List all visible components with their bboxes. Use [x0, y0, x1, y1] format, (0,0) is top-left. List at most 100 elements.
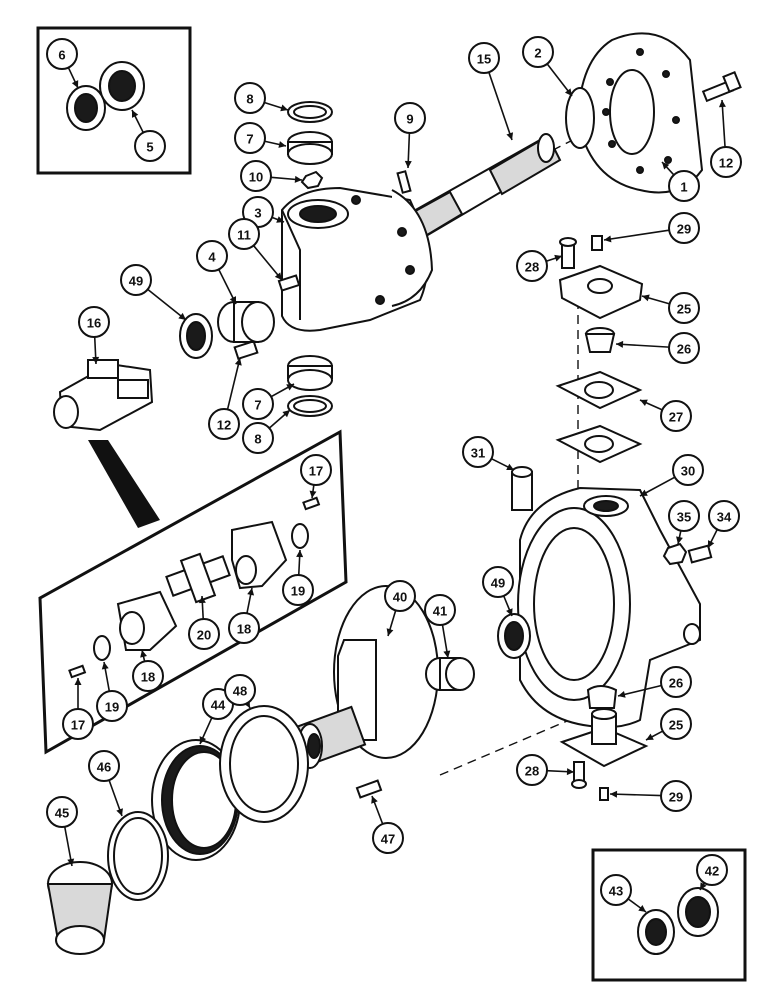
callout-49: 49 [482, 566, 514, 598]
leader-line-26 [615, 343, 670, 348]
callout-circle [300, 454, 332, 486]
leader-arrow-12 [234, 358, 242, 366]
wheel-hub [293, 585, 439, 769]
leader-arrow-5 [132, 110, 139, 118]
grease-fitting-29-upper [591, 235, 603, 251]
leader-lines [63, 63, 726, 913]
callout-number: 25 [677, 302, 691, 317]
bearing-cone-26-lower [586, 685, 618, 709]
bearing-cone-26-upper [584, 327, 616, 353]
leader-arrow-47 [371, 796, 378, 804]
callout-number: 20 [197, 628, 211, 643]
leader-arrow-42 [700, 882, 707, 890]
callout-number: 47 [381, 832, 395, 847]
callout-40: 40 [384, 580, 416, 612]
callout-number: 3 [254, 206, 261, 221]
callout-2: 2 [522, 36, 554, 68]
callout-number: 48 [233, 684, 247, 699]
callout-circle [668, 332, 700, 364]
callout-circle [46, 38, 78, 70]
leader-arrow-12 [718, 100, 726, 108]
callout-circle [242, 422, 274, 454]
callout-number: 8 [254, 432, 261, 447]
leader-arrow-6 [71, 80, 79, 88]
leader-arrow-49 [178, 312, 186, 320]
steering-knuckle [517, 486, 701, 729]
callout-circle [96, 690, 128, 722]
seal-43 [637, 909, 675, 955]
callout-18: 18 [132, 660, 164, 692]
callout-number: 19 [105, 700, 119, 715]
callout-7: 7 [242, 388, 274, 420]
callout-number: 25 [669, 718, 683, 733]
callout-number: 35 [677, 510, 691, 525]
leader-line-29 [609, 793, 662, 797]
callout-7: 7 [234, 122, 266, 154]
callout-circle [134, 130, 166, 162]
callout-number: 9 [406, 112, 413, 127]
callout-25: 25 [668, 292, 700, 324]
leader-arrow-7 [278, 141, 286, 148]
callout-circle [384, 580, 416, 612]
leader-arrow-28 [554, 254, 562, 262]
callout-number: 1 [680, 180, 687, 195]
leader-arrow-10 [294, 175, 302, 183]
leader-arrow-11 [274, 272, 282, 280]
callout-29: 29 [668, 212, 700, 244]
leader-arrow-25 [646, 733, 654, 740]
leader-arrow-49 [506, 608, 513, 616]
callout-number: 28 [525, 764, 539, 779]
leader-arrow-9 [404, 160, 412, 168]
callout-circle [660, 666, 692, 698]
callout-number: 11 [237, 228, 251, 243]
leader-arrow-44 [199, 736, 207, 744]
callout-number: 49 [129, 274, 143, 289]
callout-number: 41 [433, 604, 447, 619]
leader-arrow-19 [101, 662, 109, 670]
callout-circle [672, 454, 704, 486]
leader-line-29 [603, 229, 670, 241]
leader-arrow-27 [640, 399, 648, 407]
callout-circle [228, 218, 260, 250]
callout-8: 8 [234, 82, 266, 114]
cup-8-lower [287, 395, 333, 417]
leader-line-12 [226, 357, 241, 410]
callout-number: 12 [217, 418, 231, 433]
callout-number: 49 [491, 576, 505, 591]
callout-circle [242, 388, 274, 420]
leader-arrow-18 [140, 650, 147, 658]
flange-bolt-12 [701, 71, 742, 103]
leader-arrow-26 [618, 690, 626, 698]
dowel-31 [511, 466, 533, 511]
callout-circle [660, 708, 692, 740]
callout-number: 7 [246, 132, 253, 147]
leader-line-26 [617, 684, 662, 697]
callout-circle [234, 122, 266, 154]
snap-ring-19-left [93, 635, 111, 661]
yoke-18-right [231, 520, 288, 590]
seal-6 [66, 85, 106, 131]
ring-46 [107, 811, 169, 901]
callout-number: 31 [471, 446, 485, 461]
callout-43: 43 [600, 874, 632, 906]
bolt-28-lower [571, 761, 587, 789]
callout-34: 34 [708, 500, 740, 532]
u-joint-pointer-wedge [88, 440, 160, 528]
callout-number: 26 [669, 676, 683, 691]
callout-number: 15 [477, 52, 491, 67]
callout-47: 47 [372, 822, 404, 854]
grease-fitting-29-lower [599, 787, 609, 801]
bolt-34 [687, 544, 713, 564]
bearing-7-lower [287, 355, 333, 391]
callout-30: 30 [672, 454, 704, 486]
leader-arrow-8 [282, 410, 290, 418]
cross-spider-20 [165, 552, 231, 604]
callout-19: 19 [282, 574, 314, 606]
leader-arrow-26 [616, 340, 624, 348]
callout-1: 1 [668, 170, 700, 202]
callout-48: 48 [224, 674, 256, 706]
callout-17: 17 [62, 708, 94, 740]
callout-circle [78, 306, 110, 338]
callout-circle [600, 874, 632, 906]
